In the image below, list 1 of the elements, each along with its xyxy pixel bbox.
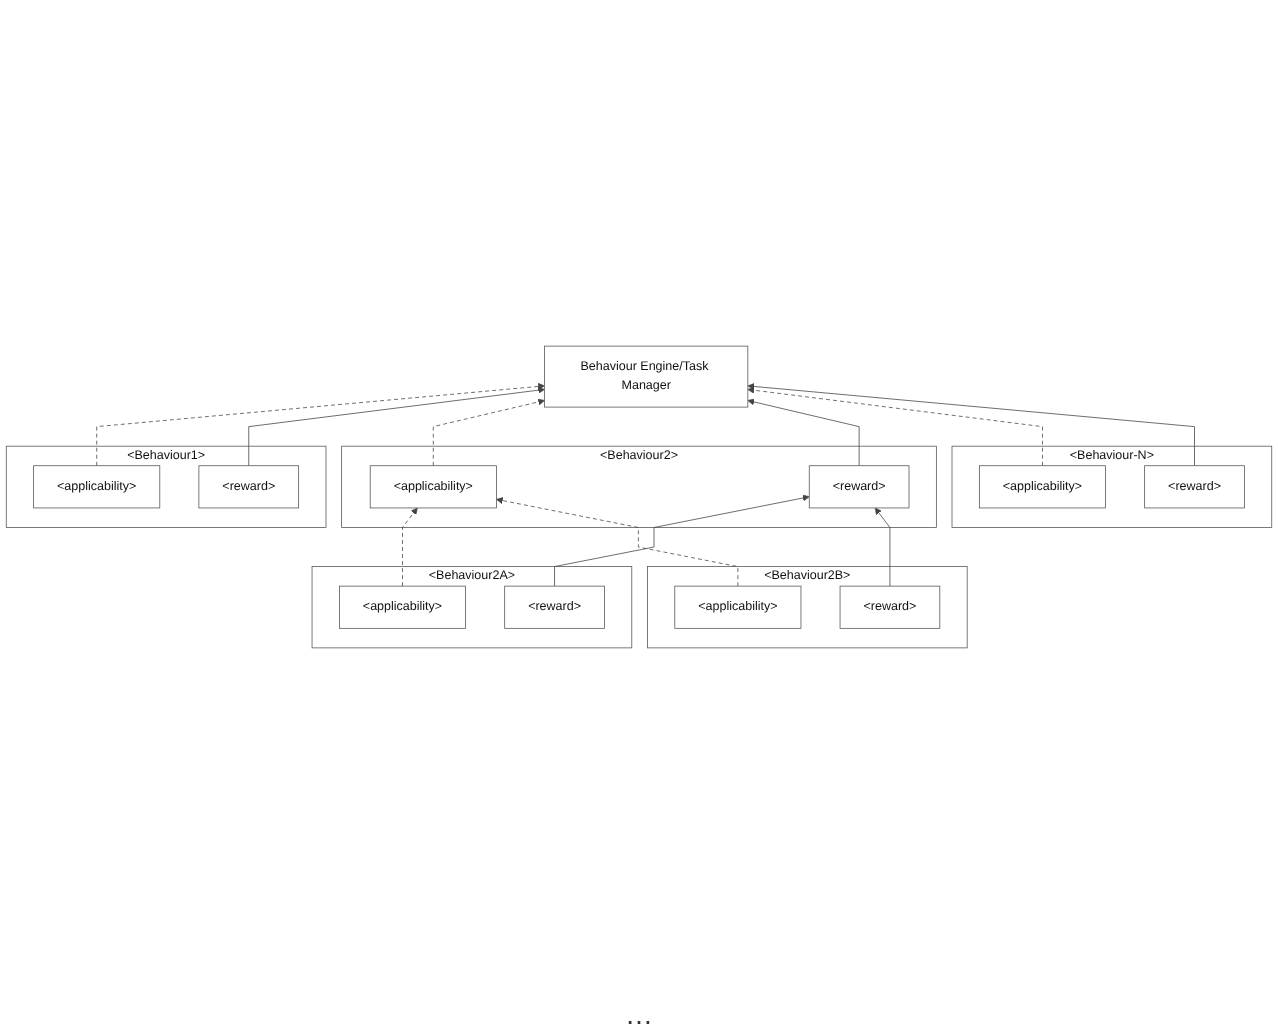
ellipsis-label: … xyxy=(625,998,653,1030)
